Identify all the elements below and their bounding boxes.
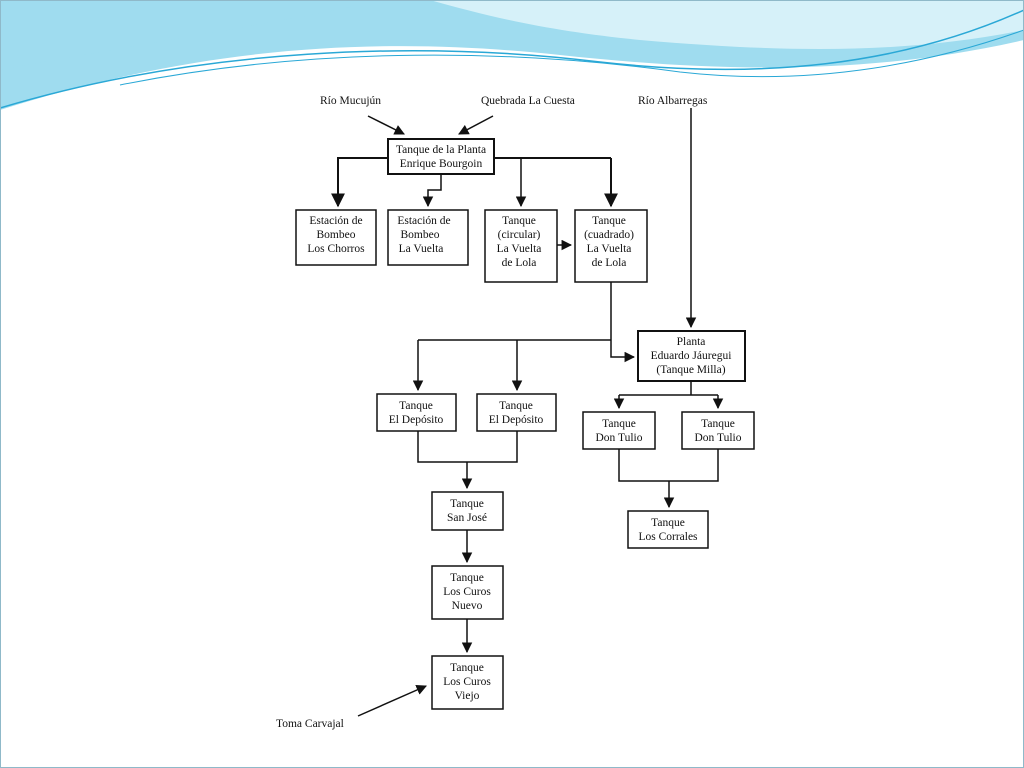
box-tanque-los-curos-viejo (431, 655, 504, 710)
source-label-rio-albarregas: Río Albarregas (638, 95, 708, 107)
box-estacion-la-vuelta (387, 209, 469, 266)
los-chorros-line-3: Los Chorros (307, 243, 365, 255)
connector-deposito-merge (417, 431, 518, 463)
lola-cuadrado-line-1: Tanque (592, 215, 626, 227)
source-label-rio-mucujun: Río Mucujún (320, 95, 381, 107)
box-planta-jauregui (637, 330, 746, 382)
deposito-1-line-2: El Depósito (389, 414, 444, 426)
lola-circular-line-1: Tanque (502, 215, 536, 227)
box-tanque-lola-circular (484, 209, 558, 283)
connector-bourgoin-to-los-chorros (331, 157, 388, 208)
box-tanque-lola-cuadrado (574, 209, 648, 283)
arrow-lola-cuadrado-to-jauregui (610, 340, 636, 363)
bourgoin-line-1: Tanque de la Planta (396, 144, 486, 156)
jauregui-line-1: Planta (677, 336, 706, 348)
don-tulio-1-line-2: Don Tulio (596, 432, 643, 444)
wave-band-light (430, 0, 1024, 50)
source-label-toma-carvajal: Toma Carvajal (276, 718, 344, 730)
header-wave-decoration (0, 0, 1024, 110)
los-corrales-line-1: Tanque (651, 517, 685, 529)
san-jose-line-1: Tanque (450, 498, 484, 510)
lola-circular-line-3: La Vuelta (497, 243, 542, 255)
jauregui-line-2: Eduardo Jáuregui (651, 350, 732, 362)
box-estacion-los-chorros (295, 209, 377, 266)
don-tulio-1-line-1: Tanque (602, 418, 636, 430)
curos-nuevo-line-1: Tanque (450, 572, 484, 584)
connector-bourgoin-to-la-vuelta (422, 174, 442, 208)
los-corrales-line-2: Los Corrales (638, 531, 698, 543)
connector-don-tulio-merge (618, 449, 719, 482)
box-tanque-los-corrales (627, 510, 709, 549)
deposito-1-line-1: Tanque (399, 400, 433, 412)
box-tanque-los-curos-nuevo (431, 565, 504, 620)
deposito-2-line-2: El Depósito (489, 414, 544, 426)
lola-cuadrado-line-3: La Vuelta (587, 243, 632, 255)
arrow-mucujun-to-bourgoin (367, 115, 405, 135)
la-vuelta-line-3: La Vuelta (399, 243, 444, 255)
box-tanque-don-tulio-1 (582, 411, 656, 450)
lola-cuadrado-line-2: (cuadrado) (584, 229, 634, 241)
bourgoin-line-2: Enrique Bourgoin (400, 158, 483, 170)
don-tulio-2-line-1: Tanque (701, 418, 735, 430)
wave-line (0, 9, 1024, 109)
san-jose-line-2: San José (447, 512, 487, 524)
curos-viejo-line-3: Viejo (455, 690, 480, 702)
box-tanque-deposito-2 (476, 393, 557, 432)
box-tanque-bourgoin (387, 138, 495, 175)
curos-viejo-line-1: Tanque (450, 662, 484, 674)
curos-viejo-line-2: Los Curos (443, 676, 491, 688)
lola-circular-line-4: de Lola (502, 257, 537, 269)
los-chorros-line-2: Bombeo (317, 229, 356, 241)
lola-circular-line-2: (circular) (498, 229, 541, 241)
water-distribution-flowchart: Río Mucujún Quebrada La Cuesta Río Albar… (276, 95, 755, 730)
arrow-carvajal-to-curos-viejo (357, 685, 427, 717)
curos-nuevo-line-2: Los Curos (443, 586, 491, 598)
box-tanque-san-jose (431, 491, 504, 531)
source-label-quebrada-la-cuesta: Quebrada La Cuesta (481, 95, 575, 107)
wave-band-pale (0, 0, 380, 70)
la-vuelta-line-1: Estación de (397, 215, 450, 227)
deposito-2-line-1: Tanque (499, 400, 533, 412)
la-vuelta-line-2: Bombeo (401, 229, 440, 241)
arrow-la-cuesta-to-bourgoin (458, 115, 494, 135)
box-tanque-don-tulio-2 (681, 411, 755, 450)
don-tulio-2-line-2: Don Tulio (695, 432, 742, 444)
curos-nuevo-line-3: Nuevo (452, 600, 483, 612)
flow-diagram-panel: Río Mucujún Quebrada La Cuesta Río Albar… (270, 86, 776, 742)
wave-line (119, 29, 1024, 86)
los-chorros-line-1: Estación de (309, 215, 362, 227)
lola-cuadrado-line-4: de Lola (592, 257, 627, 269)
box-tanque-deposito-1 (376, 393, 457, 432)
jauregui-line-3: (Tanque Milla) (656, 364, 725, 376)
